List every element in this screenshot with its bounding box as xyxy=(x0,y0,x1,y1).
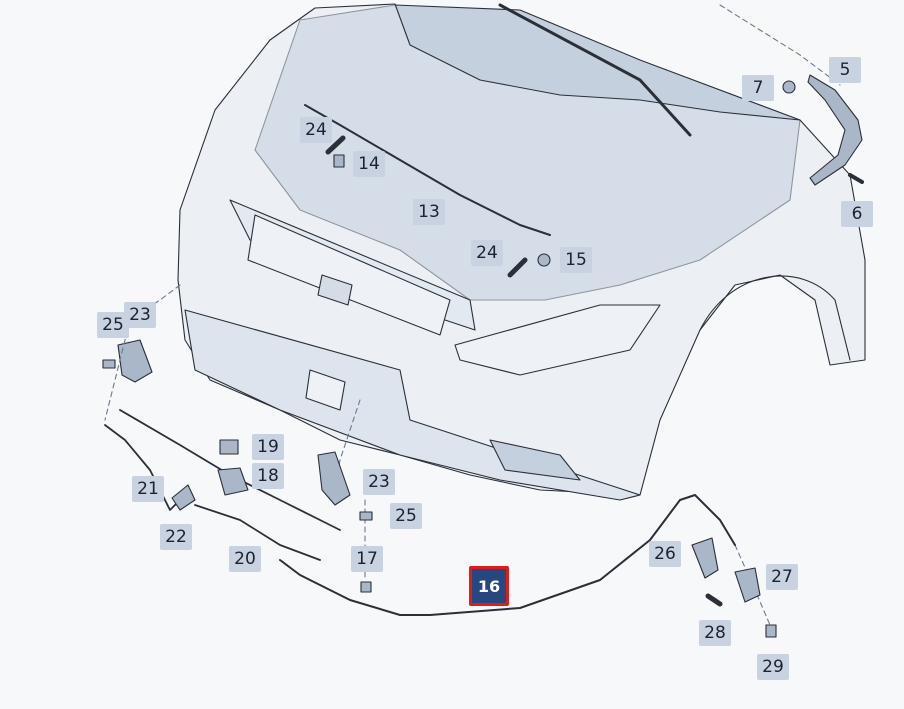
callout-17: 17 xyxy=(351,546,383,572)
bolt-25a xyxy=(102,359,116,369)
clip-29 xyxy=(765,624,777,638)
callout-22: 22 xyxy=(160,524,192,550)
callout-18: 18 xyxy=(252,463,284,489)
guide-top-right xyxy=(719,4,841,86)
part-22 xyxy=(171,484,196,511)
bracket-19 xyxy=(219,439,239,455)
nut-7 xyxy=(782,80,796,94)
license-plate xyxy=(305,369,346,411)
headlight xyxy=(454,304,661,376)
callout-5: 5 xyxy=(829,57,861,83)
guide-left-upper xyxy=(104,284,181,421)
fog-light-vent xyxy=(489,439,581,481)
callout-19: 19 xyxy=(252,434,284,460)
callout-25-left: 25 xyxy=(97,312,129,338)
callout-24-top: 24 xyxy=(300,117,332,143)
callout-15: 15 xyxy=(560,247,592,273)
callout-29: 29 xyxy=(757,654,789,680)
clip-14 xyxy=(333,154,345,168)
callout-14: 14 xyxy=(353,151,385,177)
grille-opening xyxy=(247,214,451,336)
release-cable-16 xyxy=(279,494,736,616)
callout-27: 27 xyxy=(766,564,798,590)
nut-15 xyxy=(537,253,551,267)
callout-23-mid: 23 xyxy=(363,469,395,495)
lock-23b xyxy=(317,451,351,506)
cable-21 xyxy=(104,424,186,511)
bolt-24a xyxy=(325,135,346,155)
callout-23-left: 23 xyxy=(124,302,156,328)
release-cable-13 xyxy=(304,104,551,236)
clip-17 xyxy=(360,581,372,593)
bumper xyxy=(184,309,641,501)
callout-13: 13 xyxy=(413,199,445,225)
seat-badge xyxy=(317,274,353,306)
bolt-24b xyxy=(507,257,528,278)
bolt-6 xyxy=(848,173,864,184)
callout-6: 6 xyxy=(841,201,873,227)
cable-20 xyxy=(194,504,321,561)
lock-23a xyxy=(117,339,153,383)
lock-27 xyxy=(734,567,761,603)
handle-18 xyxy=(217,467,249,496)
callout-25-mid: 25 xyxy=(390,503,422,529)
bolt-28 xyxy=(705,593,723,607)
hood-prop-rod xyxy=(498,3,692,137)
callout-20: 20 xyxy=(229,546,261,572)
hood-hinge xyxy=(807,74,863,186)
callout-28: 28 xyxy=(699,620,731,646)
callout-7: 7 xyxy=(742,75,774,101)
callout-24-mid: 24 xyxy=(471,240,503,266)
callout-26: 26 xyxy=(649,541,681,567)
callout-21: 21 xyxy=(132,476,164,502)
lock-26 xyxy=(691,537,719,579)
bolt-25b xyxy=(359,511,373,521)
wheel-arch xyxy=(699,275,851,361)
callout-16-highlighted[interactable]: 16 xyxy=(469,566,509,606)
